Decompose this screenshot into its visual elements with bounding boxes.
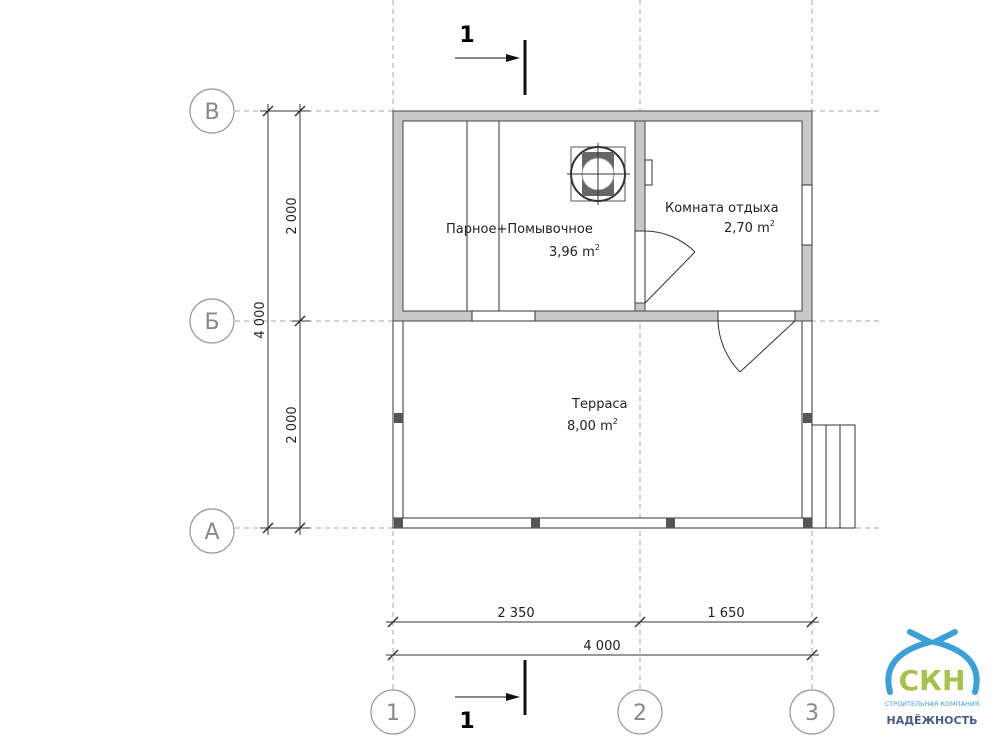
dimension-label: 1 650: [707, 606, 744, 621]
axis-label: Б: [204, 310, 219, 335]
logo-tagline: СТРОИТЕЛЬНАЯ КОМПАНИЯ: [885, 700, 980, 708]
section-mark-top: 1: [455, 23, 527, 95]
dimension-label: 2 000: [285, 406, 300, 443]
axis-label: 1: [386, 701, 400, 726]
room-name: Комната отдыха: [665, 201, 779, 216]
terrace-posts: [394, 413, 812, 528]
room-area: 8,00 m2: [567, 417, 618, 434]
dimension-label: 2 350: [497, 606, 534, 621]
grid-lines: [235, 0, 880, 690]
room-name: Терраса: [571, 397, 628, 412]
room-area: 2,70 m2: [724, 219, 775, 236]
dimension-label: 2 000: [285, 197, 300, 234]
axis-label: В: [204, 100, 219, 125]
axis-label: 2: [633, 701, 647, 726]
logo-mark: СКН: [899, 664, 966, 697]
dimension-label: 4 000: [253, 301, 268, 338]
logo-name: НАДЁЖНОСТЬ: [886, 713, 977, 727]
terrace-steps: [811, 424, 856, 529]
stove-icon: [567, 143, 630, 205]
walls: [392, 110, 813, 322]
svg-text:1: 1: [459, 23, 474, 48]
vertical-dimensions: 4 000 2 000 2 000: [253, 104, 310, 535]
window: [471, 310, 536, 322]
axis-label: А: [204, 520, 219, 545]
axis-markers: В Б А 1 2 3: [189, 88, 835, 735]
axis-label: 3: [805, 701, 819, 726]
room-name: Парное+Помывочное: [446, 222, 593, 237]
window: [801, 184, 813, 246]
svg-text:1: 1: [459, 709, 474, 734]
dimension-label: 4 000: [583, 639, 620, 654]
company-logo: СКН СТРОИТЕЛЬНАЯ КОМПАНИЯ НАДЁЖНОСТЬ: [885, 629, 980, 727]
horizontal-dimensions: 2 350 1 650 4 000: [386, 606, 819, 661]
doors: [644, 230, 796, 373]
door-opening: [717, 310, 796, 322]
terrace: [392, 320, 856, 529]
section-mark-bottom: 1: [455, 660, 527, 734]
room-area: 3,96 m2: [549, 243, 600, 260]
